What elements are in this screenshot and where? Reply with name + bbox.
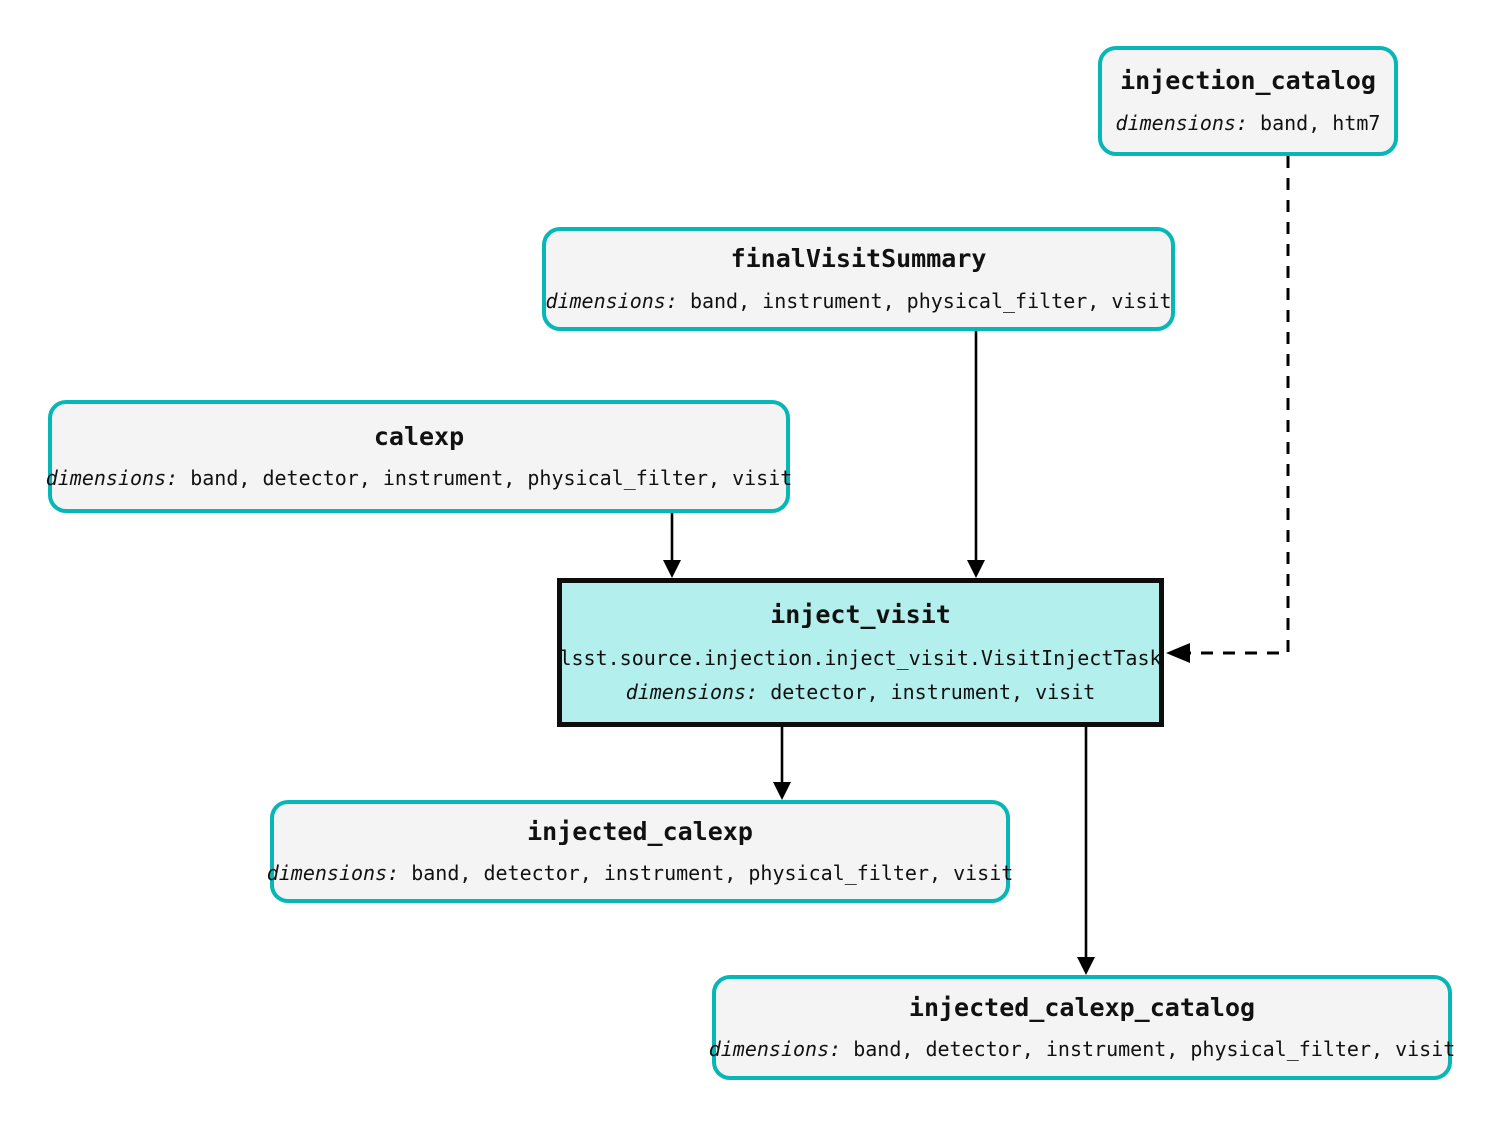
task-node-inject-visit[interactable]: inject_visit lsst.source.injection.injec…	[557, 578, 1164, 727]
dimensions-label: dimensions:	[266, 861, 400, 886]
dimensions-label: dimensions:	[1115, 110, 1248, 135]
node-dimensions: dimensions: band, detector, instrument, …	[267, 861, 1014, 885]
node-dimensions: dimensions: detector, instrument, visit	[626, 680, 1096, 704]
dimensions-value: band, detector, instrument, physical_fil…	[411, 861, 1014, 886]
dimensions-value: band, detector, instrument, physical_fil…	[190, 466, 793, 491]
node-dimensions: dimensions: band, detector, instrument, …	[46, 466, 793, 490]
edge-finalvisitsummary-to-inject-visit	[967, 331, 985, 578]
node-dimensions: dimensions: band, detector, instrument, …	[709, 1037, 1456, 1061]
dimensions-value: band, instrument, physical_filter, visit	[689, 288, 1172, 313]
dimensions-label: dimensions:	[625, 680, 759, 705]
node-title: inject_visit	[770, 599, 951, 629]
dimensions-label: dimensions:	[708, 1037, 842, 1062]
node-title: injected_calexp_catalog	[908, 992, 1256, 1022]
node-title: injection_catalog	[1120, 66, 1376, 96]
edge-injection-catalog-to-inject-visit	[1166, 156, 1290, 663]
dataset-node-injected-calexp-catalog[interactable]: injected_calexp_catalog dimensions: band…	[709, 975, 1455, 1080]
node-dimensions: dimensions: band, instrument, physical_f…	[545, 289, 1171, 313]
node-title: calexp	[373, 421, 465, 451]
edge-inject-visit-to-injected-calexp-catalog	[1077, 727, 1095, 975]
dataset-node-finalvisitsummary[interactable]: finalVisitSummary dimensions: band, inst…	[542, 227, 1175, 331]
node-dimensions: dimensions: band, htm7	[1116, 111, 1381, 135]
dimensions-label: dimensions:	[545, 288, 678, 313]
edge-inject-visit-to-injected-calexp	[773, 727, 791, 800]
dimensions-label: dimensions:	[45, 466, 179, 491]
node-title: injected_calexp	[527, 816, 753, 846]
task-class-label: lsst.source.injection.inject_visit.Visit…	[559, 646, 1162, 671]
dataset-node-injection-catalog[interactable]: injection_catalog dimensions: band, htm7	[1098, 46, 1398, 156]
dataset-node-calexp[interactable]: calexp dimensions: band, detector, instr…	[46, 400, 793, 513]
dimensions-value: band, htm7	[1260, 110, 1381, 135]
dataset-node-injected-calexp[interactable]: injected_calexp dimensions: band, detect…	[267, 800, 1013, 903]
dimensions-value: detector, instrument, visit	[770, 680, 1096, 705]
node-title: finalVisitSummary	[730, 244, 987, 274]
edge-calexp-to-inject-visit	[663, 513, 681, 578]
dimensions-value: band, detector, instrument, physical_fil…	[853, 1037, 1456, 1062]
